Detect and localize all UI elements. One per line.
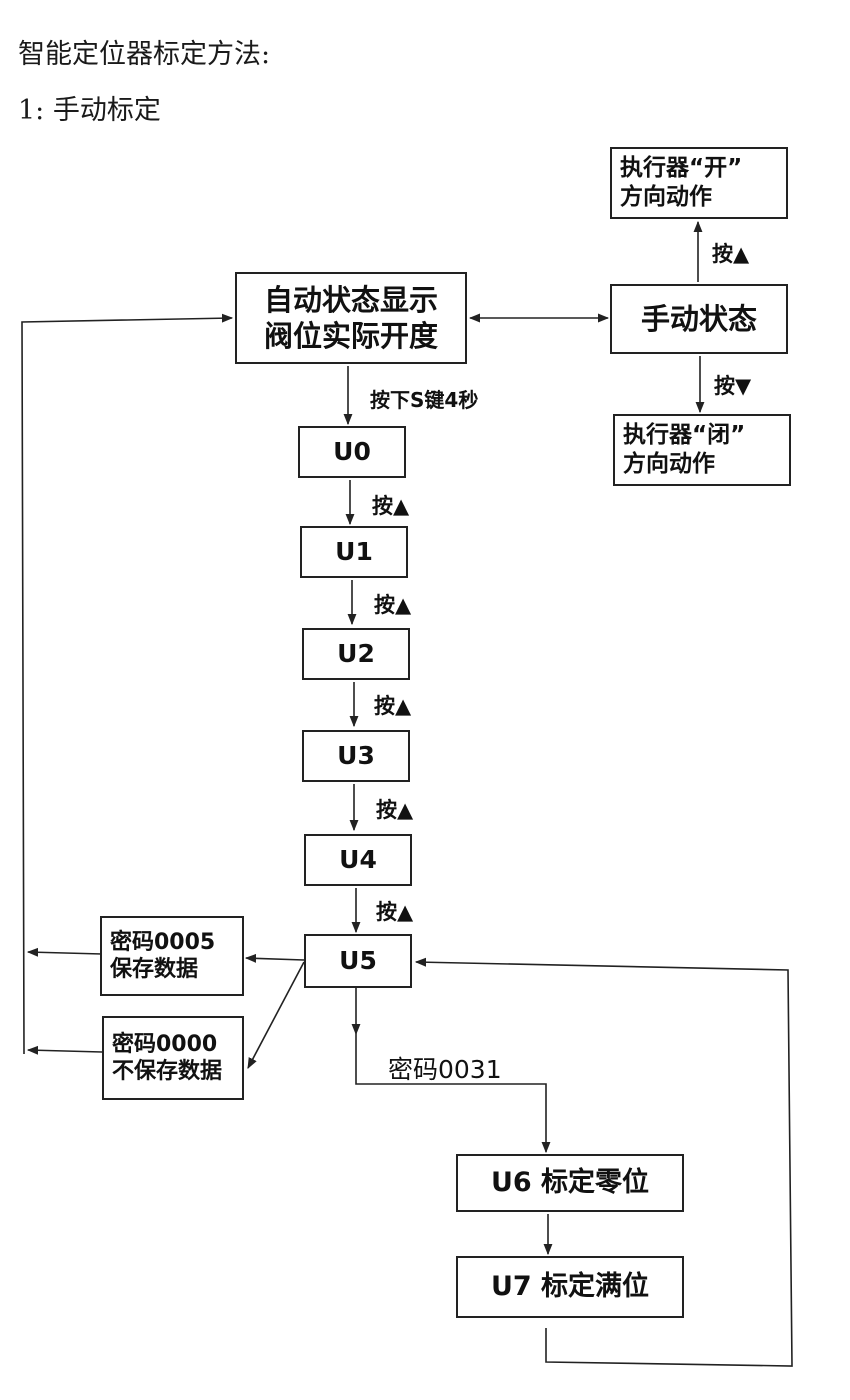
arrow-save-loop xyxy=(26,947,103,957)
label-press-up-u2: 按▲ xyxy=(374,694,412,718)
label-press-up-u0: 按▲ xyxy=(372,494,410,518)
section-title: 1: 手动标定 xyxy=(18,95,161,126)
arrow-u7-u5 xyxy=(414,957,793,1367)
save-data-line2: 保存数据 xyxy=(110,957,199,982)
manual-state-box: 手动状态 xyxy=(610,284,788,354)
u5-label: U5 xyxy=(339,946,377,976)
u5-box: U5 xyxy=(304,934,412,988)
u3-label: U3 xyxy=(337,741,375,771)
close-action-line2: 方向动作 xyxy=(623,451,715,477)
label-press-s: 按下S键4秒 xyxy=(370,388,479,412)
manual-state-label: 手动状态 xyxy=(640,301,757,336)
open-action-box: 执行器“开”方向动作 xyxy=(610,147,788,219)
auto-state-line2: 阀位实际开度 xyxy=(263,319,438,353)
u7-box: U7 标定满位 xyxy=(456,1256,684,1318)
u1-box: U1 xyxy=(300,526,408,578)
label-press-up-manual: 按▲ xyxy=(712,242,750,266)
close-action-box: 执行器“闭”方向动作 xyxy=(613,414,791,486)
u2-box: U2 xyxy=(302,628,410,680)
u7-label: U7 标定满位 xyxy=(490,1271,650,1303)
u6-box: U6 标定零位 xyxy=(456,1154,684,1212)
open-action-line2: 方向动作 xyxy=(620,184,712,210)
label-press-up-u3: 按▲ xyxy=(376,798,414,822)
nosave-data-line2: 不保存数据 xyxy=(112,1059,223,1084)
arrow-u5-save xyxy=(244,953,305,963)
label-press-up-u1: 按▲ xyxy=(374,593,412,617)
auto-state-line1: 自动状态显示 xyxy=(263,282,438,317)
arrow-0031-u6 xyxy=(355,1034,551,1154)
close-action-line1: 执行器“闭” xyxy=(623,422,746,449)
u4-label: U4 xyxy=(339,845,377,875)
save-data-line1: 密码0005 xyxy=(110,929,216,955)
u0-label: U0 xyxy=(333,437,371,467)
doc-title: 智能定位器标定方法: xyxy=(18,39,271,70)
u2-label: U2 xyxy=(337,639,375,669)
label-press-up-u4: 按▲ xyxy=(376,900,414,924)
u3-box: U3 xyxy=(302,730,410,782)
arrow-nosave-loop xyxy=(26,1045,103,1055)
arrow-loop-auto xyxy=(21,313,234,1055)
label-press-down-manual: 按▼ xyxy=(714,374,752,398)
u6-label: U6 标定零位 xyxy=(490,1167,650,1199)
u1-label: U1 xyxy=(335,537,373,567)
u0-box: U0 xyxy=(298,426,406,478)
u4-box: U4 xyxy=(304,834,412,886)
label-pwd-0031: 密码0031 xyxy=(388,1055,502,1084)
arrow-u5-nosave xyxy=(247,961,305,1069)
auto-state-box: 自动状态显示阀位实际开度 xyxy=(235,272,467,364)
open-action-line1: 执行器“开” xyxy=(620,155,743,182)
nosave-data-line1: 密码0000 xyxy=(112,1031,218,1057)
